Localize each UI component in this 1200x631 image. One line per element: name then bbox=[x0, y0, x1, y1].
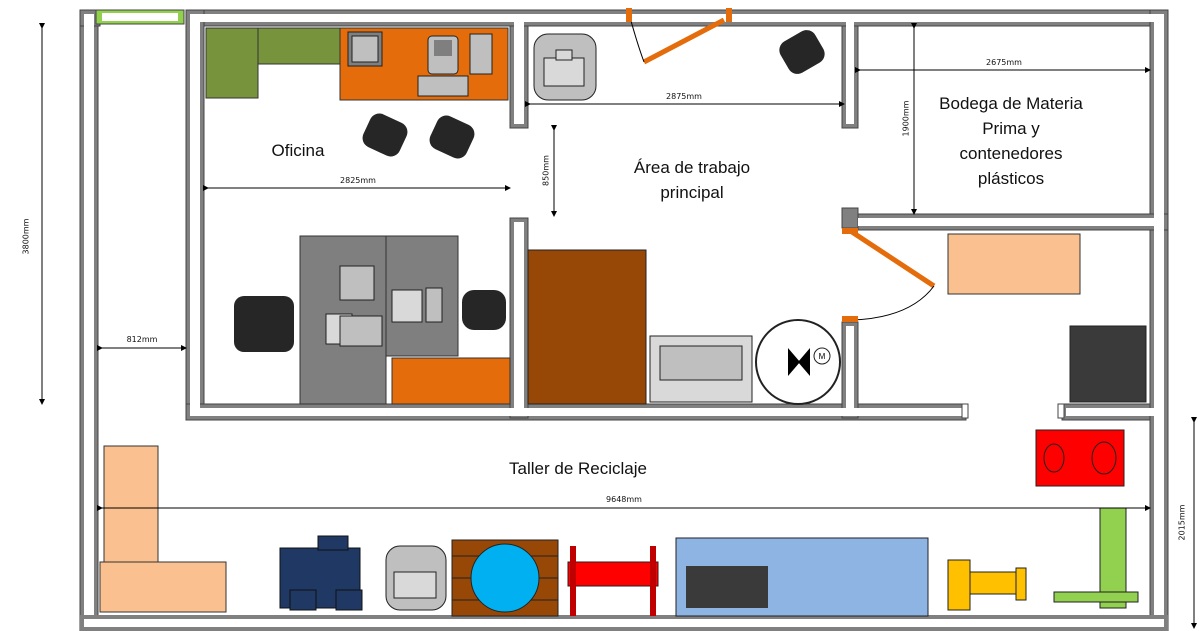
svg-text:M: M bbox=[819, 352, 826, 361]
room-label-main-line2: principal bbox=[660, 183, 724, 202]
blue-table bbox=[675, 537, 929, 617]
green-l-desk bbox=[205, 27, 341, 99]
barrel-workshop bbox=[385, 545, 447, 611]
room-label-warehouse-line1: Bodega de Materia bbox=[939, 94, 1083, 113]
dark-box-wh bbox=[1069, 325, 1147, 403]
armchair-1 bbox=[362, 113, 408, 157]
room-label-warehouse-line4: plásticos bbox=[977, 169, 1045, 188]
wall-inner-lines bbox=[84, 14, 1164, 631]
room-label-warehouse-line2: Prima y bbox=[982, 119, 1040, 138]
armchair-main bbox=[779, 30, 825, 74]
yellow-machine bbox=[947, 559, 1027, 611]
lime-machine bbox=[1053, 507, 1139, 609]
door-main-top bbox=[626, 8, 732, 65]
printer-tray bbox=[351, 35, 379, 63]
red-roller bbox=[567, 546, 659, 616]
dim-main-width: 2875mm bbox=[666, 92, 702, 101]
dimension-lines bbox=[39, 23, 1197, 629]
chair-small-4 bbox=[425, 287, 443, 323]
dim-opening-height: 850mm bbox=[541, 155, 551, 186]
armchair-2 bbox=[429, 115, 475, 159]
motor-mixer: M bbox=[755, 319, 841, 405]
navy-machine bbox=[279, 535, 363, 611]
dim-workshop-length: 9648mm bbox=[606, 495, 642, 504]
dim-warehouse-height: 1900mm bbox=[901, 100, 911, 137]
room-label-warehouse-line3: contenedores bbox=[959, 144, 1063, 163]
peach-shelf-2 bbox=[99, 561, 227, 613]
room-label-main-line1: Área de trabajo bbox=[633, 158, 751, 177]
dim-workshop-height: 2015mm bbox=[1177, 504, 1187, 541]
barrel-main bbox=[533, 33, 597, 101]
chair-small-3 bbox=[391, 289, 423, 323]
armchair-right bbox=[462, 290, 506, 330]
armchair-left bbox=[234, 296, 294, 352]
chair-small-2 bbox=[339, 315, 383, 347]
floor-edge-inner bbox=[84, 619, 1164, 627]
room-label-office: Oficina bbox=[271, 141, 325, 160]
dim-warehouse-width: 2675mm bbox=[986, 58, 1022, 67]
printer-2 bbox=[339, 265, 375, 301]
dim-corridor-width: 812mm bbox=[126, 335, 158, 344]
window-inner bbox=[102, 13, 178, 21]
room-label-workshop: Taller de Reciclaje bbox=[509, 459, 647, 478]
meeting-table bbox=[299, 235, 511, 405]
dim-total-height: 3800mm bbox=[21, 218, 31, 255]
red-machine bbox=[1035, 429, 1125, 487]
room-label-warehouse: Bodega de Materia Prima y contenedores p… bbox=[920, 91, 1102, 191]
round-table bbox=[451, 539, 559, 617]
cabinet-top bbox=[469, 33, 493, 75]
grey-box-machine bbox=[649, 335, 753, 403]
peach-shelf-1 bbox=[103, 445, 159, 563]
brown-machine bbox=[527, 249, 647, 405]
door-workshop-gap bbox=[961, 403, 1065, 419]
peach-pallet-wh bbox=[947, 233, 1081, 295]
room-label-main-area: Área de trabajo principal bbox=[592, 155, 792, 205]
office-chair-top bbox=[417, 35, 469, 97]
door-warehouse bbox=[842, 228, 936, 322]
dim-office-width: 2825mm bbox=[340, 176, 376, 185]
